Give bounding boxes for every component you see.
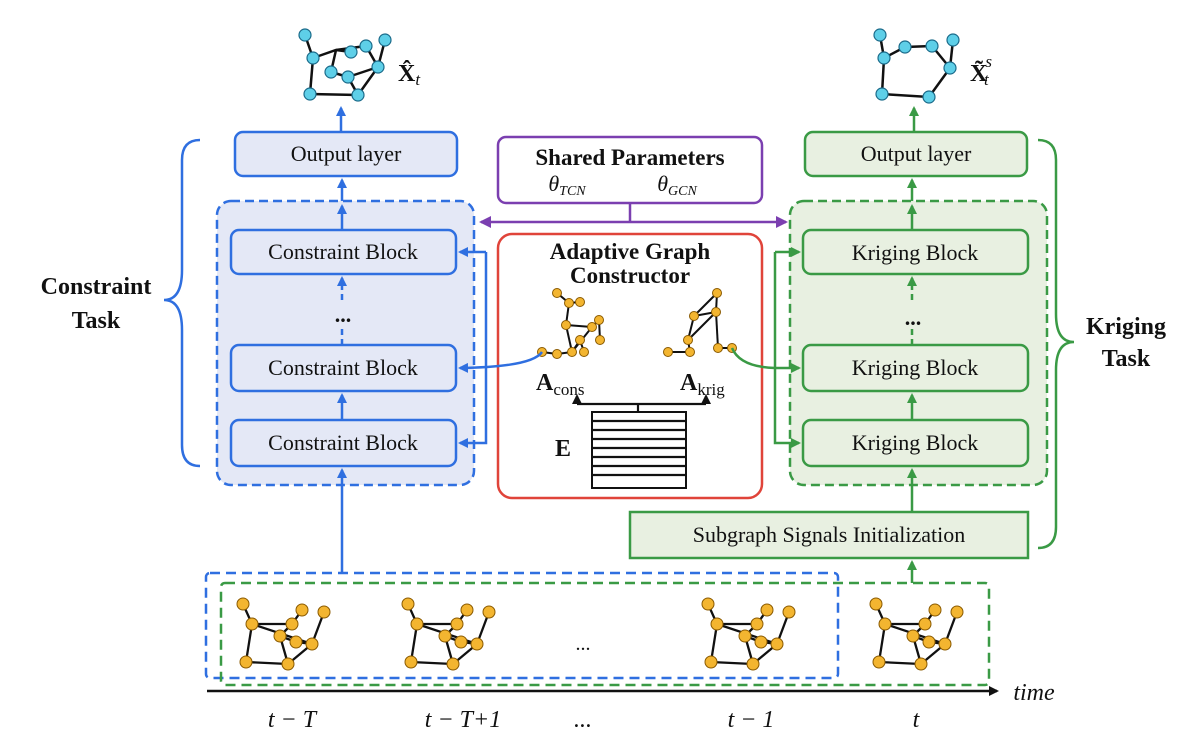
time-label: t − T <box>268 707 318 733</box>
kriging-output-graph <box>873 28 960 104</box>
constraint-output-graph <box>298 28 392 102</box>
input-graph-node <box>770 637 784 651</box>
constraint-output-label: X̂t <box>398 60 421 89</box>
constraint-dots: ... <box>335 302 352 327</box>
input-graph-node <box>245 617 259 631</box>
kriging-task-line2: Task <box>1102 346 1151 372</box>
input-graphs <box>236 597 964 671</box>
shared-parameters-title: Shared Parameters <box>535 145 724 170</box>
input-graph-t-minus-T-plus-1 <box>401 597 496 671</box>
input-graph-node <box>754 635 768 649</box>
input-graph-node <box>450 617 464 631</box>
constraint-block-mid-label: Constraint Block <box>268 355 418 380</box>
kriging-output-layer-box <box>803 130 1029 178</box>
input-graph-node <box>239 655 253 669</box>
kriging-block-top-label: Kriging Block <box>852 240 979 265</box>
input-graph-node <box>482 605 496 619</box>
input-graph-t-minus-1 <box>701 597 796 671</box>
constraint-block-top-label: Constraint Block <box>268 239 418 264</box>
input-graph-node <box>438 629 452 643</box>
input-graph-node <box>460 603 474 617</box>
input-graph-node <box>922 635 936 649</box>
input-graph-node <box>914 657 928 671</box>
constraint-block-top <box>229 228 458 276</box>
constraint-block-mid <box>229 343 458 393</box>
input-graph-node <box>701 597 715 611</box>
kriging-block-mid-label: Kriging Block <box>852 355 979 380</box>
a-cons-graph <box>537 288 605 359</box>
input-graph-node <box>704 655 718 669</box>
input-graph-node <box>446 657 460 671</box>
embedding-matrix <box>591 411 687 489</box>
kriging-bus-bottom <box>773 252 801 448</box>
input-middle-dots: ... <box>576 633 591 655</box>
constraint-bus-bottom <box>458 252 488 448</box>
kriging-block-bottom <box>801 418 1030 468</box>
constraint-output-layer-label: Output layer <box>291 141 402 166</box>
input-graph-node <box>869 597 883 611</box>
constraint-block-bottom-label: Constraint Block <box>268 430 418 455</box>
constraint-input-window <box>204 571 840 680</box>
input-graph-node <box>410 617 424 631</box>
input-graph-node <box>746 657 760 671</box>
input-graph-node <box>401 597 415 611</box>
agc-title-line1: Adaptive Graph <box>550 239 711 264</box>
constraint-block-bottom <box>229 418 458 468</box>
time-label: t − T+1 <box>425 707 501 733</box>
time-axis-label: time <box>1013 680 1055 706</box>
input-graph-node <box>950 605 964 619</box>
input-graph-node <box>906 629 920 643</box>
constraint-task-line1: Constraint <box>41 274 152 300</box>
kriging-output-layer-label: Output layer <box>861 141 972 166</box>
input-graph-node <box>760 603 774 617</box>
input-graph-node <box>273 629 287 643</box>
theta-tcn: θTCN <box>548 171 586 199</box>
input-graph-node <box>305 637 319 651</box>
input-graph-node <box>317 605 331 619</box>
subgraph-init-box <box>628 510 1030 560</box>
input-graph-node <box>938 637 952 651</box>
input-graph-node <box>928 603 942 617</box>
kriging-dots: ... <box>905 305 922 330</box>
kriging-block-top <box>801 228 1030 276</box>
input-graph-node <box>750 617 764 631</box>
a-cons-to-constraint-link <box>458 351 544 373</box>
kriging-block-mid <box>801 343 1030 393</box>
input-graph-node <box>872 655 886 669</box>
input-graph-node <box>236 597 250 611</box>
constraint-output-layer-box <box>233 130 459 178</box>
time-label: t − 1 <box>728 707 775 733</box>
a-krig-to-kriging-link <box>730 347 776 370</box>
kriging-task-line1: Kriging <box>1086 314 1166 340</box>
time-labels: t − T t − T+1... t − 1 t <box>268 707 921 733</box>
kriging-brace <box>1037 138 1075 550</box>
input-graph-node <box>285 617 299 631</box>
a-krig-graph <box>663 288 737 357</box>
input-graph-node <box>878 617 892 631</box>
input-graph-node <box>738 629 752 643</box>
input-graph-node <box>289 635 303 649</box>
input-graph-node <box>710 617 724 631</box>
input-graph-node <box>404 655 418 669</box>
input-graph-node <box>470 637 484 651</box>
time-label: t <box>913 707 921 733</box>
constraint-brace <box>163 138 201 468</box>
input-graph-node <box>281 657 295 671</box>
input-graph-node <box>295 603 309 617</box>
embedding-label: E <box>555 436 571 462</box>
theta-gcn: θGCN <box>657 171 697 199</box>
kriging-block-bottom-label: Kriging Block <box>852 430 979 455</box>
agc-title-line2: Constructor <box>570 263 690 288</box>
time-label: ... <box>574 707 592 733</box>
input-graph-node <box>454 635 468 649</box>
constraint-task-line2: Task <box>72 308 121 334</box>
input-graph-node <box>782 605 796 619</box>
input-graph-node <box>918 617 932 631</box>
input-graph-t <box>869 597 964 671</box>
input-graph-t-minus-T <box>236 597 331 671</box>
subgraph-init-label: Subgraph Signals Initialization <box>693 522 966 547</box>
